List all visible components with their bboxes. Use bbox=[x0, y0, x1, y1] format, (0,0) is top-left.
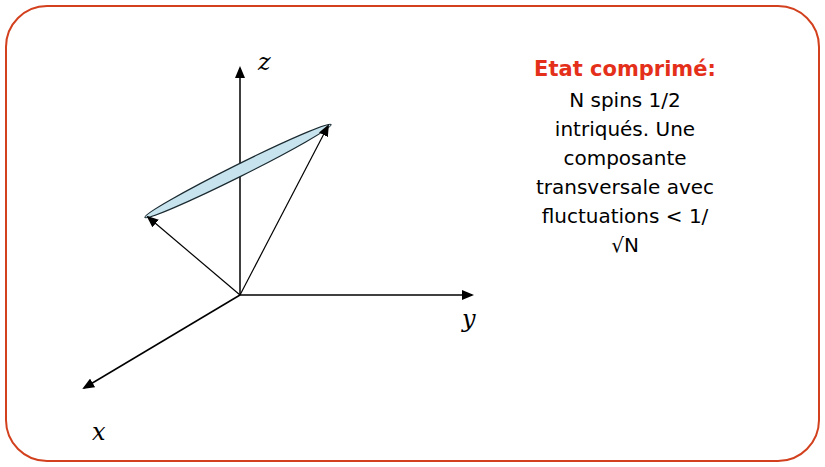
axis-label: z bbox=[258, 48, 271, 76]
x-axis bbox=[84, 295, 240, 388]
spin-vector bbox=[148, 217, 240, 295]
spin-vector bbox=[240, 126, 328, 295]
panel-heading: Etat comprimé: bbox=[534, 57, 716, 81]
panel-box: Etat comprimé: N spins 1/2 intriqués. Une… bbox=[5, 5, 820, 462]
axis-label: y bbox=[462, 305, 476, 333]
panel-text: N spins 1/2 intriqués. Une composante tr… bbox=[535, 86, 715, 260]
axis-label: x bbox=[92, 418, 106, 446]
y-axis bbox=[240, 294, 472, 296]
z-axis bbox=[239, 68, 241, 295]
